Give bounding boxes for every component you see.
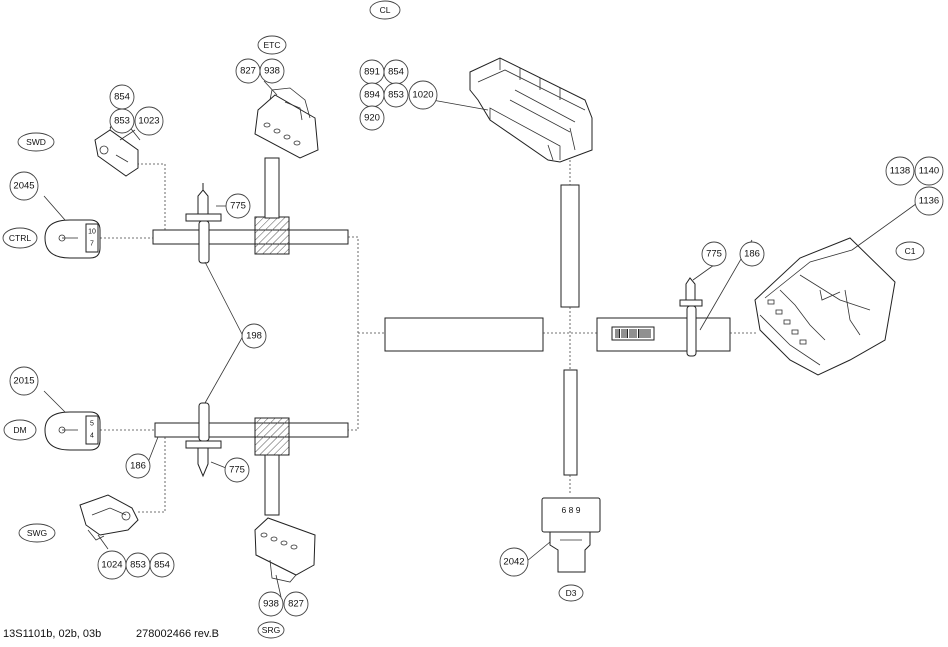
callout-827: 827 bbox=[288, 599, 304, 610]
callout-891: 891 bbox=[364, 67, 380, 78]
callout-827: 827 bbox=[240, 66, 256, 77]
drawing-reference: 13S1101b, 02b, 03b bbox=[3, 628, 101, 640]
dm-pin-top: 5 bbox=[90, 421, 94, 428]
callout-854: 854 bbox=[388, 67, 404, 78]
callout-2042: 2042 bbox=[503, 557, 524, 568]
callout-894: 894 bbox=[364, 90, 380, 101]
label-srg: SRG bbox=[262, 625, 280, 635]
label-etc: ETC bbox=[264, 40, 281, 50]
callout-920: 920 bbox=[364, 113, 380, 124]
label-c1: C1 bbox=[905, 246, 916, 256]
label-dm: DM bbox=[13, 425, 26, 435]
harness-trunk bbox=[100, 157, 758, 516]
connector-labels: CL ETC SWD CTRL DM SWG SRG C1 D3 bbox=[2, 0, 925, 639]
callout-1138: 1138 bbox=[890, 166, 910, 177]
callout-853: 853 bbox=[114, 116, 130, 127]
callout-2015: 2015 bbox=[13, 376, 34, 387]
cl-connector bbox=[469, 57, 593, 163]
callout-186: 186 bbox=[744, 249, 760, 260]
callout-775: 775 bbox=[229, 465, 245, 476]
dm-connector: 5 4 bbox=[44, 411, 101, 451]
ctrl-connector: 10 7 bbox=[44, 219, 101, 259]
c1-connector bbox=[754, 237, 896, 376]
label-swd: SWD bbox=[26, 137, 46, 147]
dm-pin-bottom: 4 bbox=[90, 433, 94, 440]
callout-bubbles: 891 854 894 853 1020 920 827 938 854 853… bbox=[9, 58, 944, 617]
d3-connector: 6 8 9 bbox=[541, 497, 601, 573]
callout-938: 938 bbox=[264, 66, 280, 77]
d3-pins: 6 8 9 bbox=[562, 505, 581, 515]
callout-853: 853 bbox=[130, 560, 146, 571]
callout-854: 854 bbox=[114, 92, 130, 103]
callout-1140: 1140 bbox=[919, 166, 939, 177]
callout-1024: 1024 bbox=[101, 560, 122, 571]
cable-tie-right bbox=[679, 277, 703, 357]
label-ctrl: CTRL bbox=[9, 233, 31, 243]
callout-1136: 1136 bbox=[919, 196, 939, 207]
callout-186: 186 bbox=[130, 461, 146, 472]
cable-tie-top bbox=[185, 183, 222, 264]
srg-connector bbox=[254, 517, 316, 583]
callout-2045: 2045 bbox=[13, 181, 34, 192]
callout-1023: 1023 bbox=[138, 116, 159, 127]
callout-853: 853 bbox=[388, 90, 404, 101]
part-number: 278002466 rev.B bbox=[136, 628, 219, 640]
barcode-label bbox=[611, 326, 655, 341]
cable-tie-bottom bbox=[185, 402, 222, 478]
callout-854: 854 bbox=[154, 560, 170, 571]
callout-775: 775 bbox=[230, 201, 246, 212]
callout-1020: 1020 bbox=[412, 90, 433, 101]
label-swg: SWG bbox=[27, 528, 47, 538]
etc-connector bbox=[254, 87, 319, 159]
label-d3: D3 bbox=[566, 588, 577, 598]
callout-938: 938 bbox=[263, 599, 279, 610]
label-cl: CL bbox=[380, 5, 391, 15]
swg-sensor bbox=[79, 494, 139, 541]
ctrl-pin-top: 10 bbox=[88, 229, 96, 236]
callout-198: 198 bbox=[246, 331, 262, 342]
ctrl-pin-bottom: 7 bbox=[90, 241, 94, 248]
callout-775: 775 bbox=[706, 249, 722, 260]
